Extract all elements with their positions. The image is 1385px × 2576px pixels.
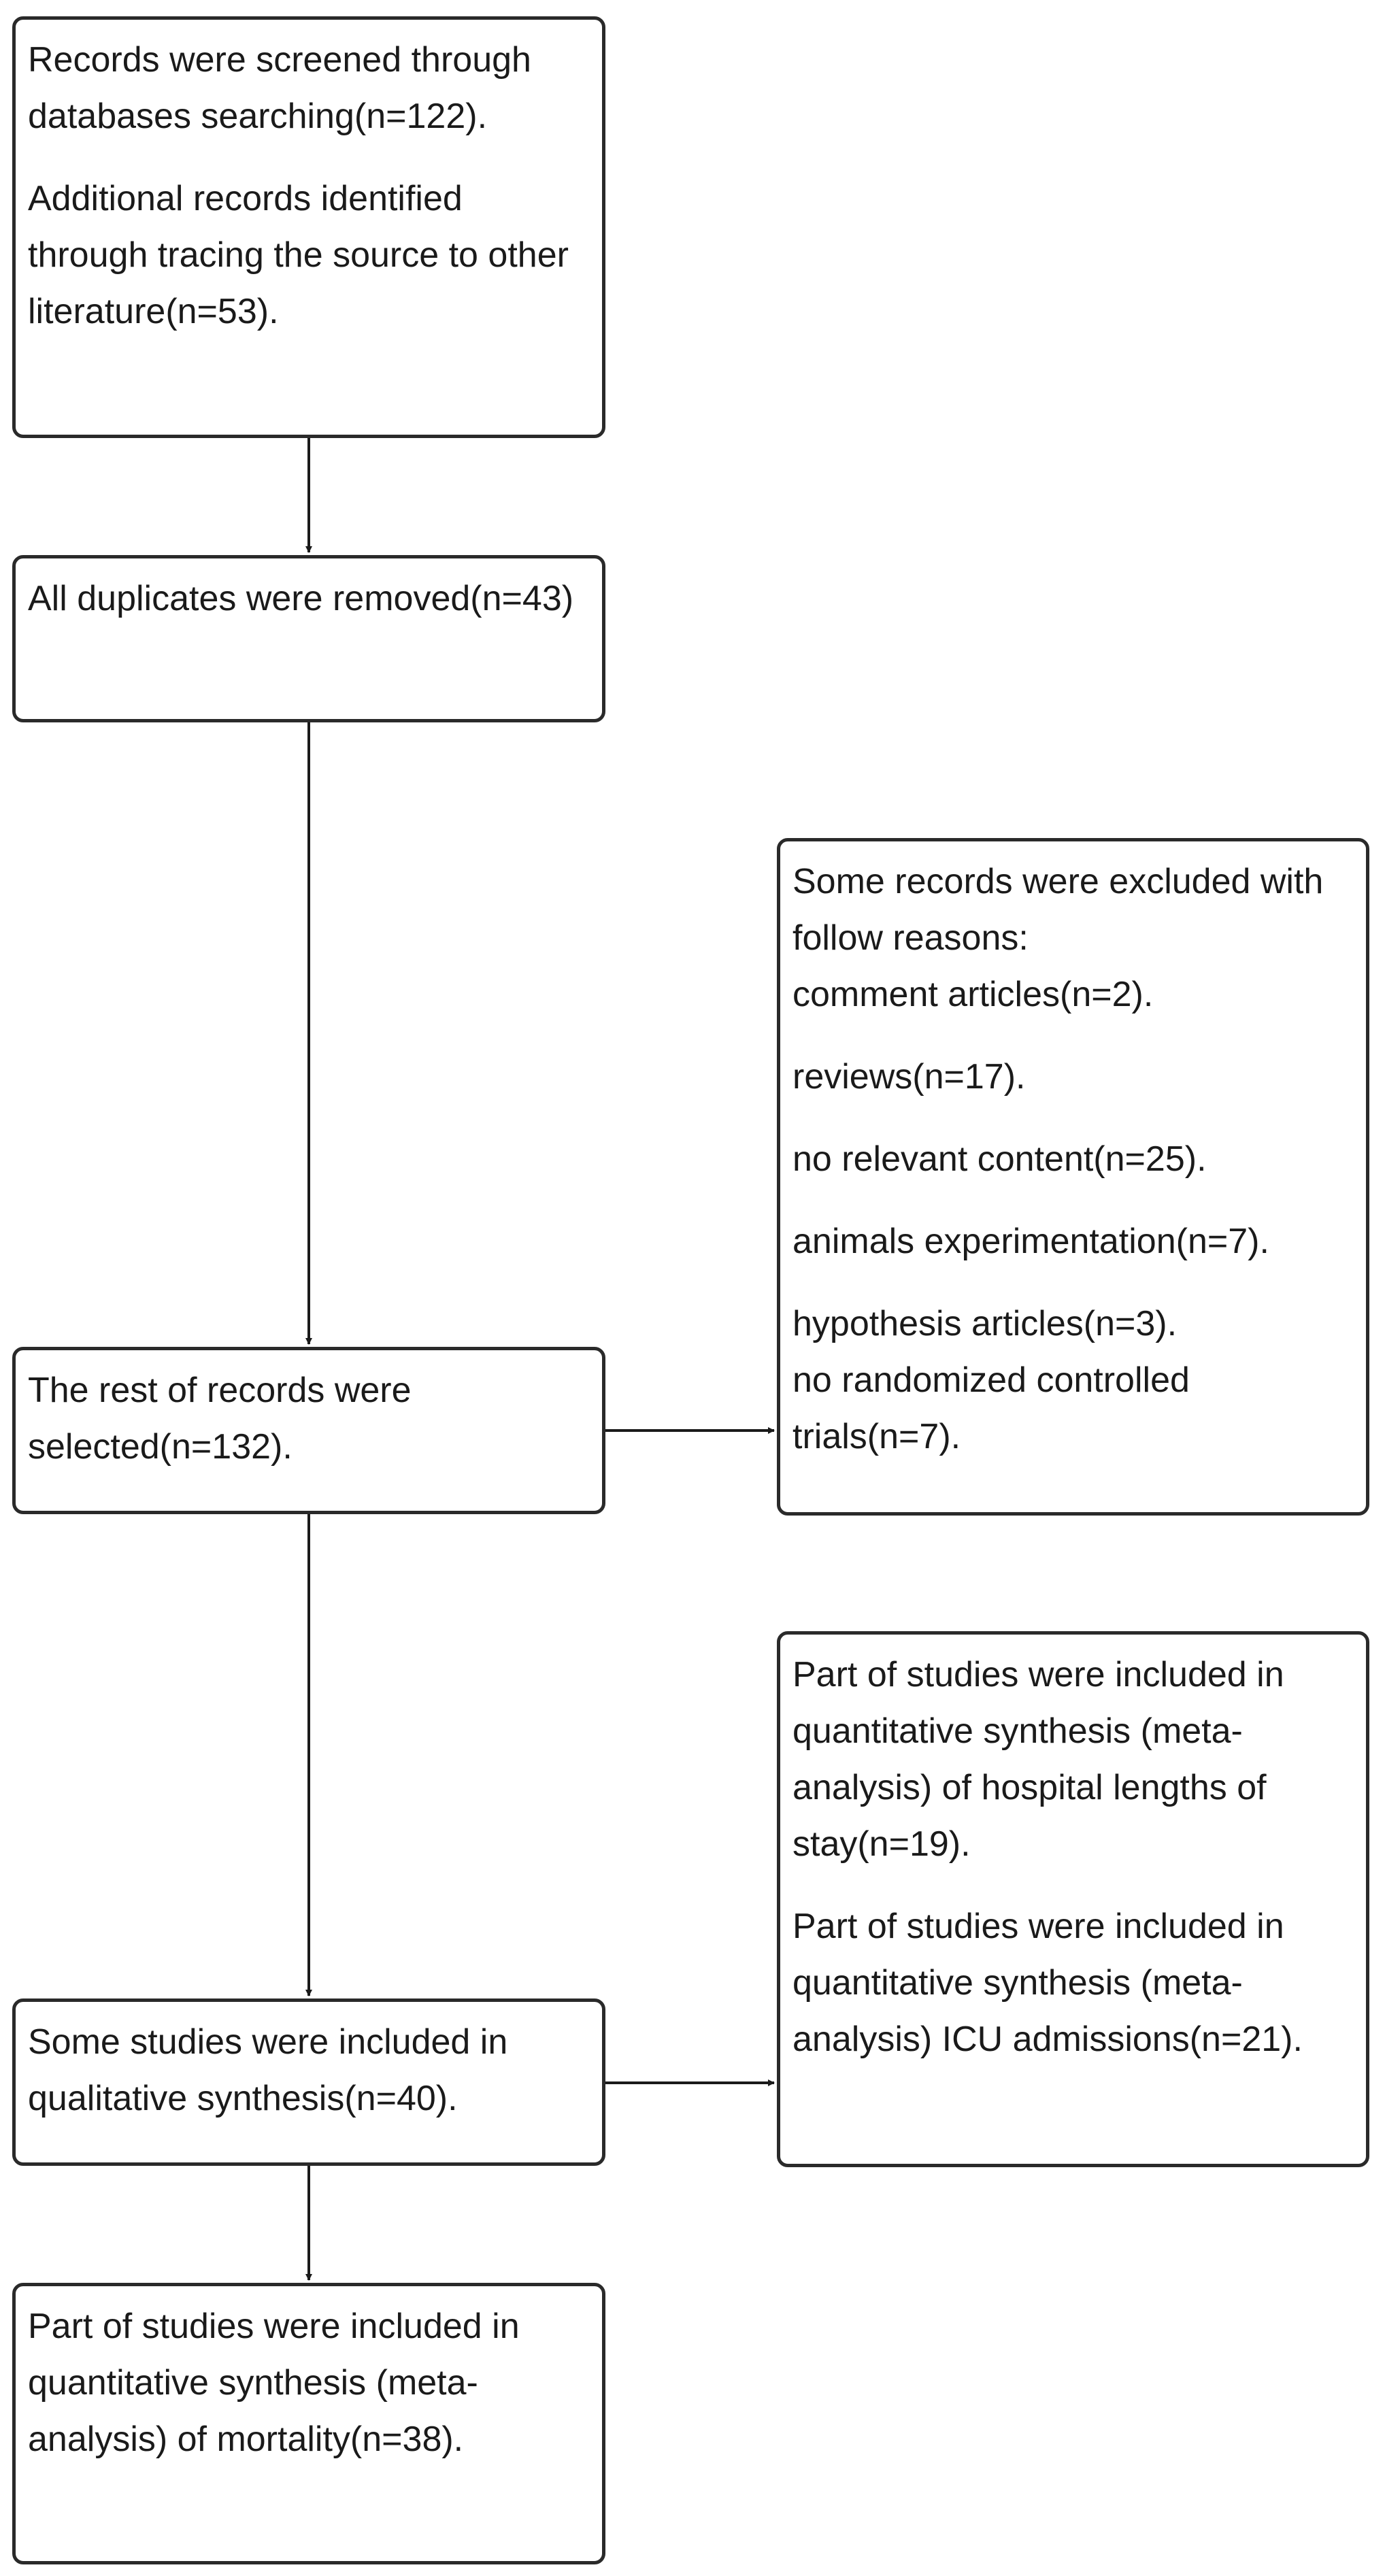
excluded-records-box: Some records were excluded with follow r…	[777, 838, 1369, 1516]
qualitative-synthesis-text: Some studies were included in qualitativ…	[28, 2022, 508, 2118]
exclusion-reason: no relevant content(n=25).	[792, 1139, 1207, 1179]
mortality-synthesis-box: Part of studies were included in quantit…	[12, 2283, 605, 2564]
exclusion-reason: reviews(n=17).	[792, 1057, 1026, 1097]
duplicates-removed-text: All duplicates were removed(n=43)	[28, 579, 574, 618]
records-screened-box: Records were screened through databases …	[12, 16, 605, 438]
records-screened-text: Records were screened through databases …	[28, 40, 531, 136]
mortality-synthesis-text: Part of studies were included in quantit…	[28, 2307, 520, 2459]
exclusion-reason: hypothesis articles(n=3).	[792, 1304, 1178, 1343]
records-selected-box: The rest of records were selected(n=132)…	[12, 1347, 605, 1514]
qualitative-synthesis-box: Some studies were included in qualitativ…	[12, 1998, 605, 2166]
icu-admissions-text: Part of studies were included in quantit…	[792, 1907, 1303, 2059]
additional-records-text: Additional records identified through tr…	[28, 179, 569, 331]
exclusion-intro-text: Some records were excluded with follow r…	[792, 862, 1324, 958]
exclusion-reason: comment articles(n=2).	[792, 975, 1154, 1014]
quantitative-synthesis-box: Part of studies were included in quantit…	[777, 1631, 1369, 2167]
records-selected-text: The rest of records were selected(n=132)…	[28, 1371, 412, 1467]
exclusion-reason: no randomized controlled trials(n=7).	[792, 1360, 1190, 1456]
duplicates-removed-box: All duplicates were removed(n=43)	[12, 555, 605, 722]
hospital-stay-text: Part of studies were included in quantit…	[792, 1655, 1284, 1864]
exclusion-reason: animals experimentation(n=7).	[792, 1222, 1269, 1261]
